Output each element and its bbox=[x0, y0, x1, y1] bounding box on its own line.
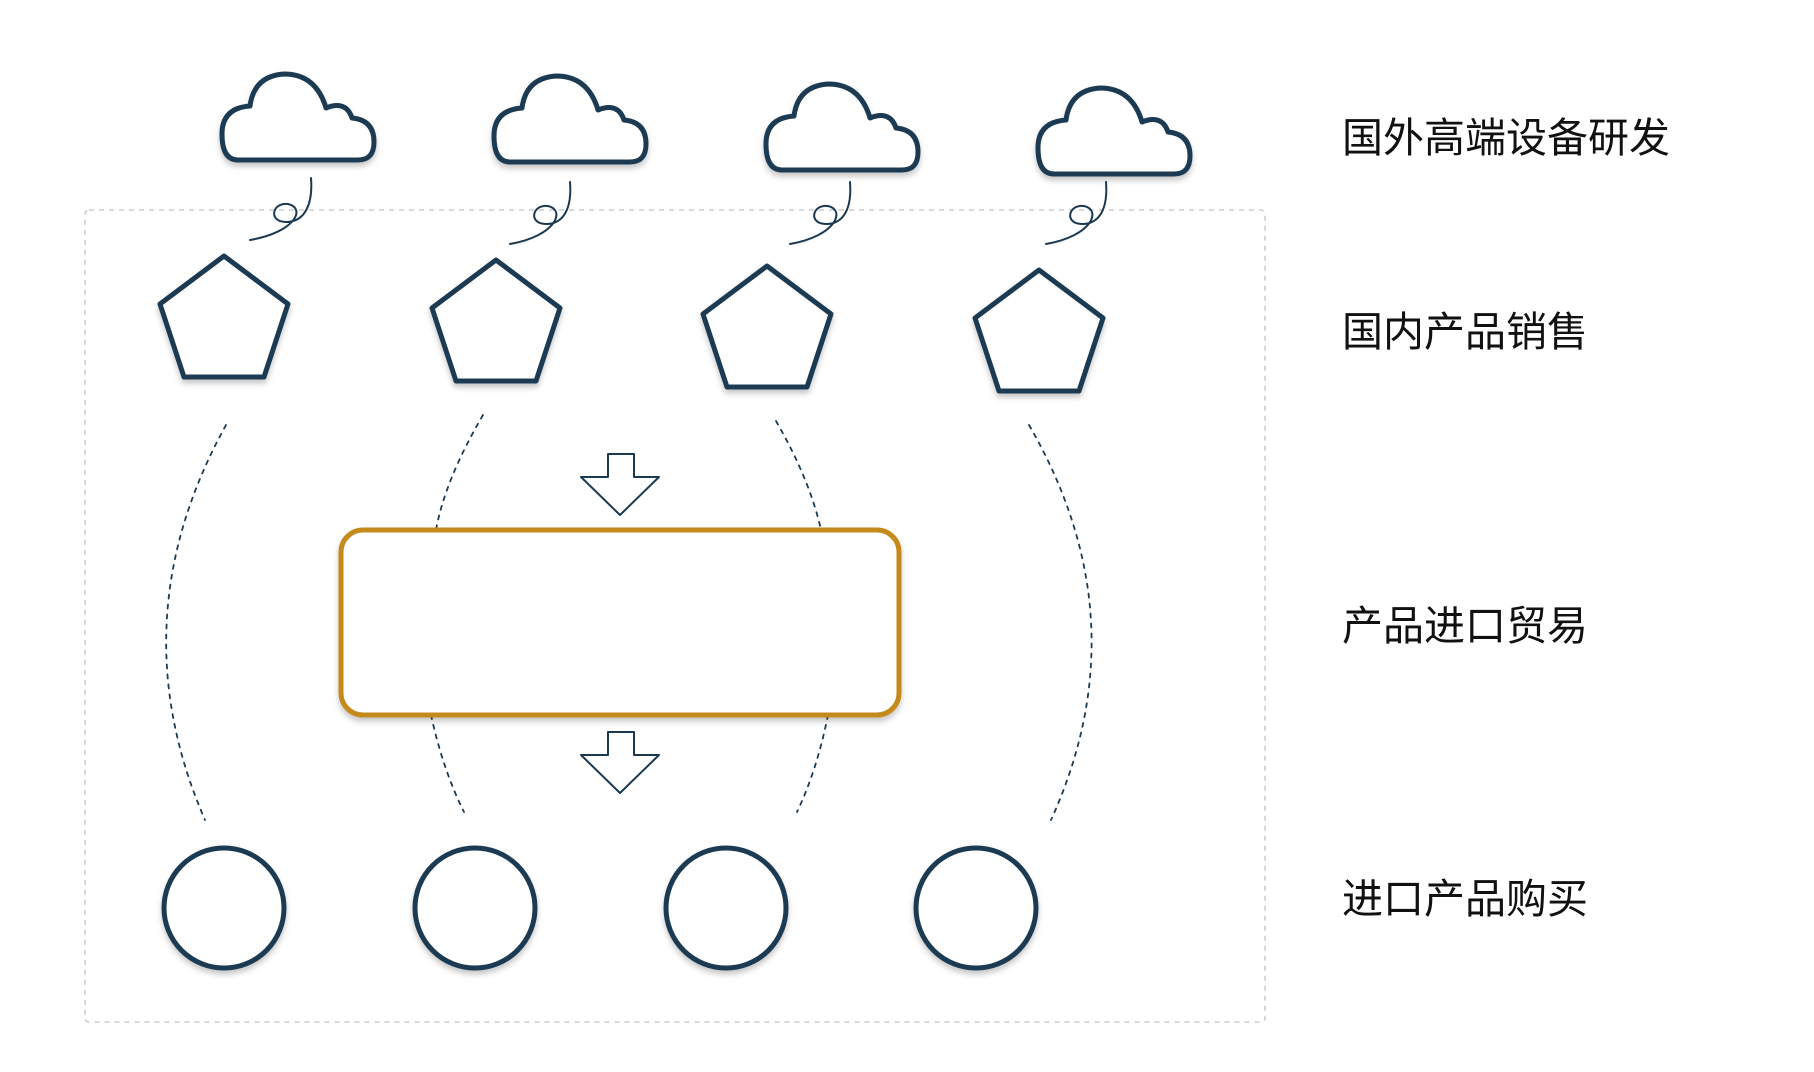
flow-arc bbox=[435, 414, 484, 531]
circle-icon bbox=[913, 845, 1039, 971]
pentagon-icon bbox=[429, 257, 563, 384]
arrow-down-icon bbox=[580, 731, 660, 794]
pentagon-icon bbox=[157, 253, 291, 380]
loop-connector bbox=[789, 181, 852, 245]
row-label-import-purchase: 进口产品购买 bbox=[1342, 875, 1588, 923]
row-label-domestic-sales: 国内产品销售 bbox=[1342, 308, 1588, 356]
flow-arc bbox=[165, 424, 227, 821]
row-label-import-trade: 产品进口贸易 bbox=[1342, 602, 1588, 650]
circle-icon bbox=[412, 845, 538, 971]
cloud-icon bbox=[766, 84, 918, 170]
arrow-down-icon bbox=[580, 453, 660, 516]
circle-icon bbox=[663, 845, 789, 971]
row-label-rnd: 国外高端设备研发 bbox=[1342, 114, 1670, 162]
cloud-icon bbox=[222, 74, 374, 160]
flow-arc bbox=[430, 714, 465, 813]
pentagon-icon bbox=[972, 267, 1106, 394]
circle-icon bbox=[161, 845, 287, 971]
cloud-icon bbox=[1038, 88, 1190, 174]
cloud-icon bbox=[494, 76, 646, 162]
flow-arc bbox=[1028, 424, 1093, 821]
flow-arc bbox=[796, 714, 829, 813]
flow-arc bbox=[775, 420, 822, 531]
loop-connector bbox=[249, 177, 313, 241]
loop-connector bbox=[509, 181, 572, 245]
diagram-frame bbox=[84, 209, 1266, 1023]
loop-connector bbox=[1045, 181, 1108, 245]
trade-box bbox=[338, 527, 902, 718]
pentagon-icon bbox=[700, 263, 834, 390]
